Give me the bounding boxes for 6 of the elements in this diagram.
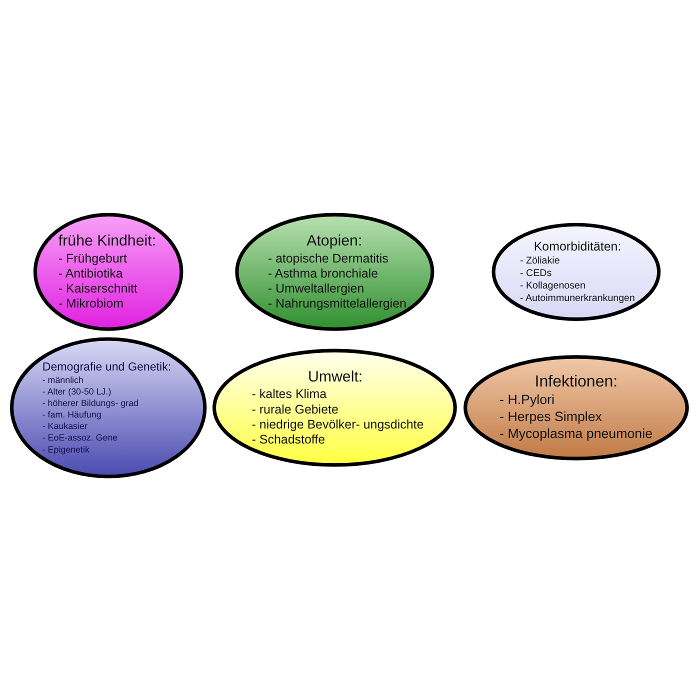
node-ellipse: Atopien: - atopische Dermatitis - Asthma bronchiale - Umweltallergien - Nahrungsmittelallergien	[235, 212, 434, 331]
node-ellipse: Infektionen: - H.Pylori - Herpes Simplex - Mycoplasma pneumonie	[464, 355, 689, 460]
node-ellipse: Komorbiditäten: - Zöliakie - CEDs - Kollagenosen - Autoimmunerkrankungen	[492, 222, 661, 321]
node-ellipse: Umwelt: - kaltes Klima - rurale Gebiete - niedrige Bevölker- ungsdichte - Schadstoffe	[212, 348, 457, 467]
node-ellipse: frühe Kindheit: - Frühgeburt - Antibiotika - Kaiserschnitt - Mikrobiom	[33, 212, 184, 331]
node-ellipse: Demografie und Genetik: - männlich - Alter (30-50 LJ.) - höherer Bildungs- grad - fam. Häufung - Kaukasier - EoE-assoz. Gene - Epigenetik	[10, 337, 207, 478]
